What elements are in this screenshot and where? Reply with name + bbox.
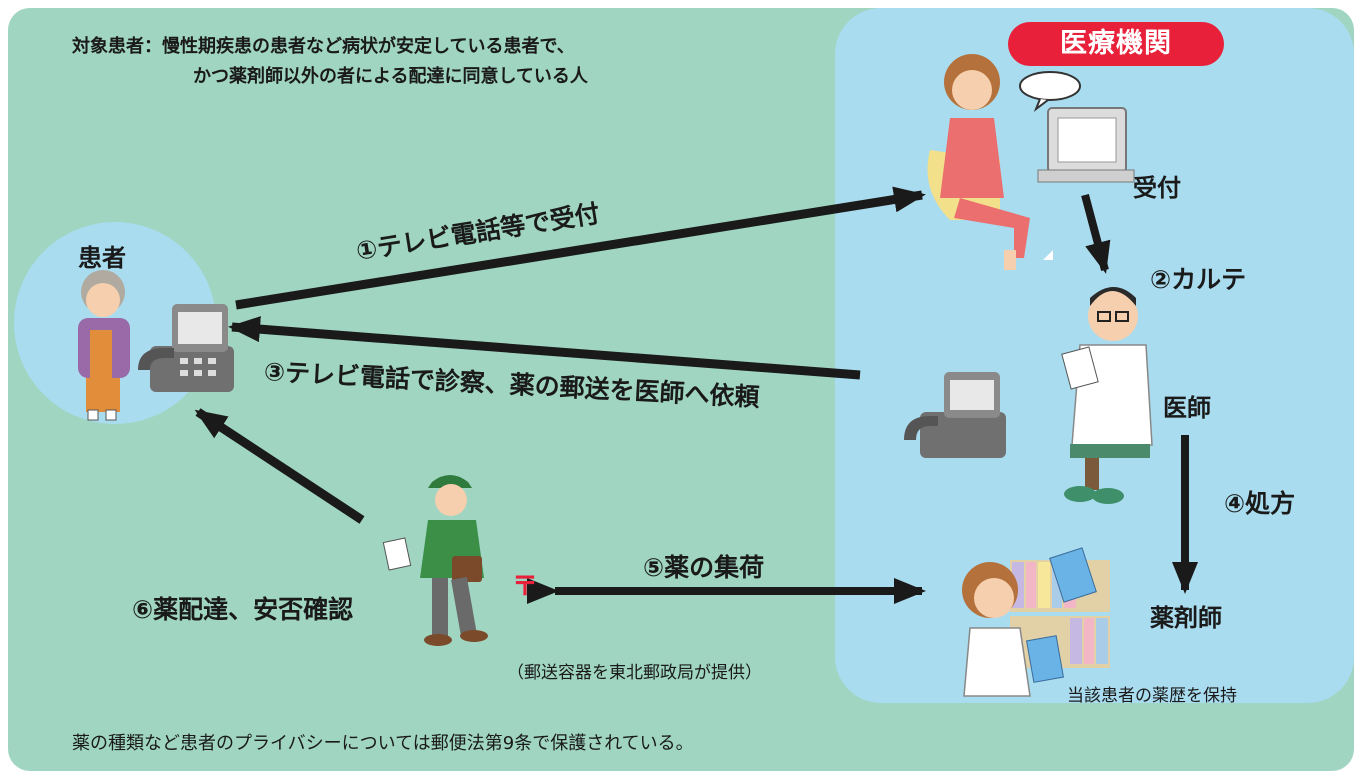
- arrow-1-telephone-reception: [235, 186, 926, 310]
- pharmacist-label: 薬剤師: [1150, 604, 1222, 632]
- step-6-label: ⑥薬配達、安否確認: [132, 595, 354, 624]
- postal-container-note: （郵送容器を東北郵政局が提供）: [507, 663, 762, 683]
- step-5-label: ⑤薬の集荷: [643, 553, 765, 582]
- receptionist-illustration: [927, 54, 1053, 270]
- arrow-reception-to-doctor: [1081, 193, 1111, 274]
- step-4-label: ④処方: [1224, 489, 1296, 518]
- drug-history-note: 当該患者の薬歴を保持: [1067, 686, 1237, 706]
- arrow-6-delivery: [194, 408, 365, 524]
- arrow-3-consultation: [228, 316, 861, 380]
- pharmacist-illustration: [962, 547, 1110, 697]
- videophone-icon: [904, 372, 1006, 458]
- step-2-label: ②カルテ: [1150, 265, 1247, 294]
- postman-illustration: [382, 475, 488, 646]
- reception-label: 受付: [1133, 174, 1181, 202]
- computer-monitor-icon: [1037, 107, 1135, 183]
- postal-mark-icon: 〒: [512, 572, 539, 602]
- speech-bubble-icon: [1019, 71, 1081, 112]
- patient-label: 患者: [78, 244, 126, 272]
- medical-institution-badge: 医療機関: [1008, 22, 1224, 66]
- target-patient-line-1: 対象患者：慢性期疾患の患者など病状が安定している患者で、: [72, 36, 575, 57]
- privacy-footnote: 薬の種類など患者のプライバシーについては郵便法第9条で保護されている。: [72, 733, 694, 754]
- doctor-label: 医師: [1163, 394, 1211, 422]
- patient-illustration: [78, 270, 130, 421]
- doctor-illustration: [1061, 287, 1153, 504]
- videophone-icon: [138, 304, 234, 392]
- target-patient-line-2: かつ薬剤師以外の者による配達に同意している人: [193, 66, 588, 87]
